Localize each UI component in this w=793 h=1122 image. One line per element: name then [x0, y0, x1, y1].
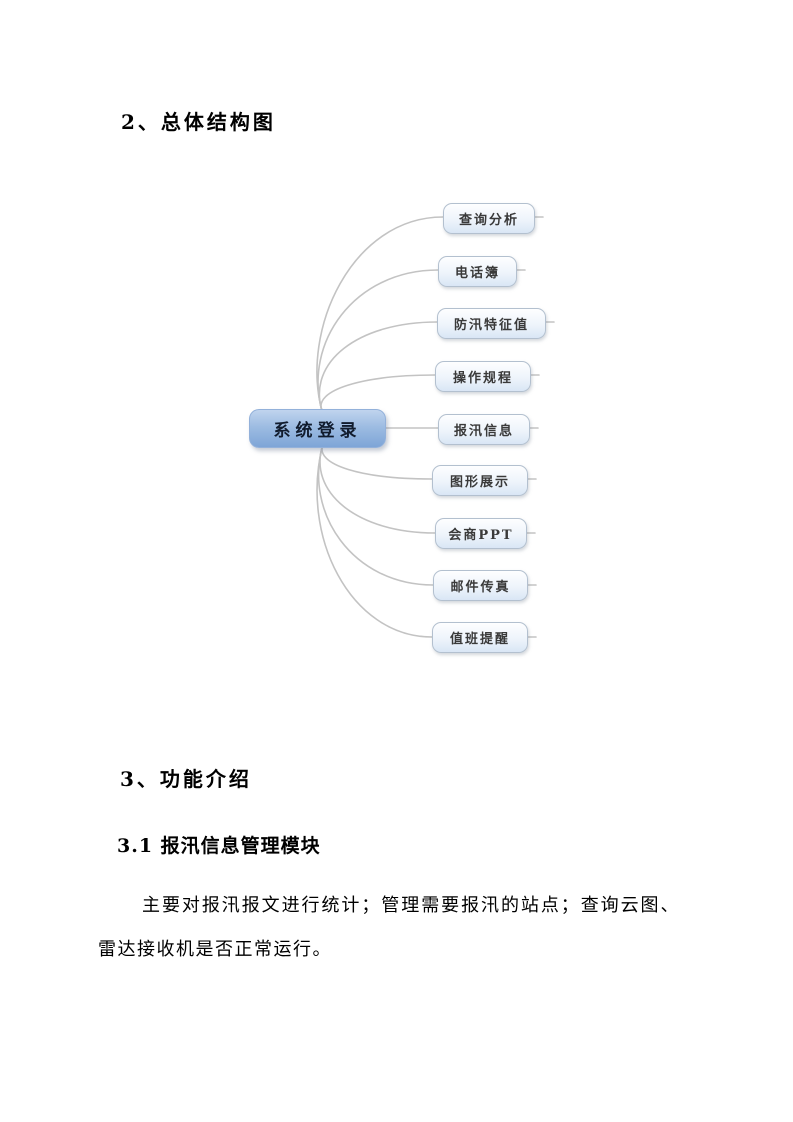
mindmap-node-graphic-display: 图形展示 — [432, 465, 528, 496]
paragraph-flood-report-module: 主要对报汛报文进行统计；管理需要报汛的站点；查询云图、 雷达接收机是否正常运行。 — [98, 884, 680, 972]
mindmap-node-flood-report-info: 报汛信息 — [438, 414, 530, 445]
mindmap-node-mail-fax: 邮件传真 — [433, 570, 528, 601]
curve-to-duty-reminder — [316, 443, 433, 638]
mindmap-node-duty-reminder: 值班提醒 — [432, 622, 528, 653]
curve-to-consultation-ppt — [319, 443, 436, 534]
curve-to-flood-characteristic — [318, 321, 438, 412]
mindmap-node-consultation-ppt: 会商PPT — [435, 518, 527, 549]
paragraph-line-2: 雷达接收机是否正常运行。 — [98, 939, 332, 960]
curve-to-operating-procedure — [320, 374, 436, 412]
heading-overall-structure: 2、总体结构图 — [121, 110, 276, 134]
curve-to-phonebook — [317, 269, 439, 412]
curve-to-query-analysis — [316, 216, 444, 412]
mindmap-node-phonebook: 电话簿 — [438, 256, 517, 287]
mindmap-node-flood-characteristic: 防汛特征值 — [437, 308, 546, 339]
mindmap-node-operating-procedure: 操作规程 — [435, 361, 531, 392]
curve-to-graphic-display — [321, 443, 433, 480]
heading-flood-report-module: 3.1 报汛信息管理模块 — [117, 835, 321, 857]
mindmap-root-node-system-login: 系统登录 — [249, 409, 386, 448]
heading-function-introduction: 3、功能介绍 — [120, 767, 252, 791]
mindmap-node-query-analysis: 查询分析 — [443, 203, 535, 234]
paragraph-line-1: 主要对报汛报文进行统计；管理需要报汛的站点；查询云图、 — [142, 895, 680, 916]
